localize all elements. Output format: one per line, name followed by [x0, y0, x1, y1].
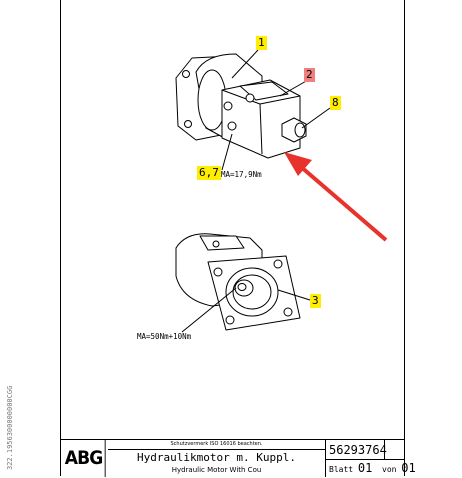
callout-1: 1 — [256, 36, 267, 50]
drawing-number: 56293764 — [326, 440, 387, 460]
callout-8: 8 — [330, 96, 341, 110]
torque-label-bottom: MA=50Nm+10Nm — [137, 332, 192, 341]
sheet-label: Blatt — [329, 465, 354, 474]
title-block-cell — [384, 440, 405, 460]
callout-6-7: 6,7 — [197, 166, 221, 180]
sheet-info: Blatt 01 von 01 — [326, 460, 416, 477]
protection-note: Schutzvermerk ISO 16016 beachten. — [108, 440, 325, 450]
callout-2: 2 — [304, 68, 315, 82]
drawing-sheet — [60, 0, 405, 476]
drawing-subtitle: Hydraulic Motor With Cou — [171, 466, 262, 474]
sheet-number: 01 — [357, 461, 373, 475]
red-arrow — [284, 152, 388, 242]
callout-3: 3 — [310, 294, 321, 308]
sheet-total: 01 — [401, 461, 416, 475]
title-area: Schutzvermerk ISO 16016 beachten. Hydrau… — [108, 440, 326, 477]
of-label: von — [382, 465, 397, 474]
company-logo: ABG — [62, 440, 106, 477]
title-block: ABG Schutzvermerk ISO 16016 beachten. Hy… — [60, 439, 416, 477]
motor-assembly-bottom — [175, 233, 311, 333]
torque-label-top: MA=17,9Nm — [221, 170, 262, 179]
drawing-title: Hydraulikmotor m. Kuppl. — [137, 451, 296, 464]
motor-assembly-top — [175, 49, 331, 171]
